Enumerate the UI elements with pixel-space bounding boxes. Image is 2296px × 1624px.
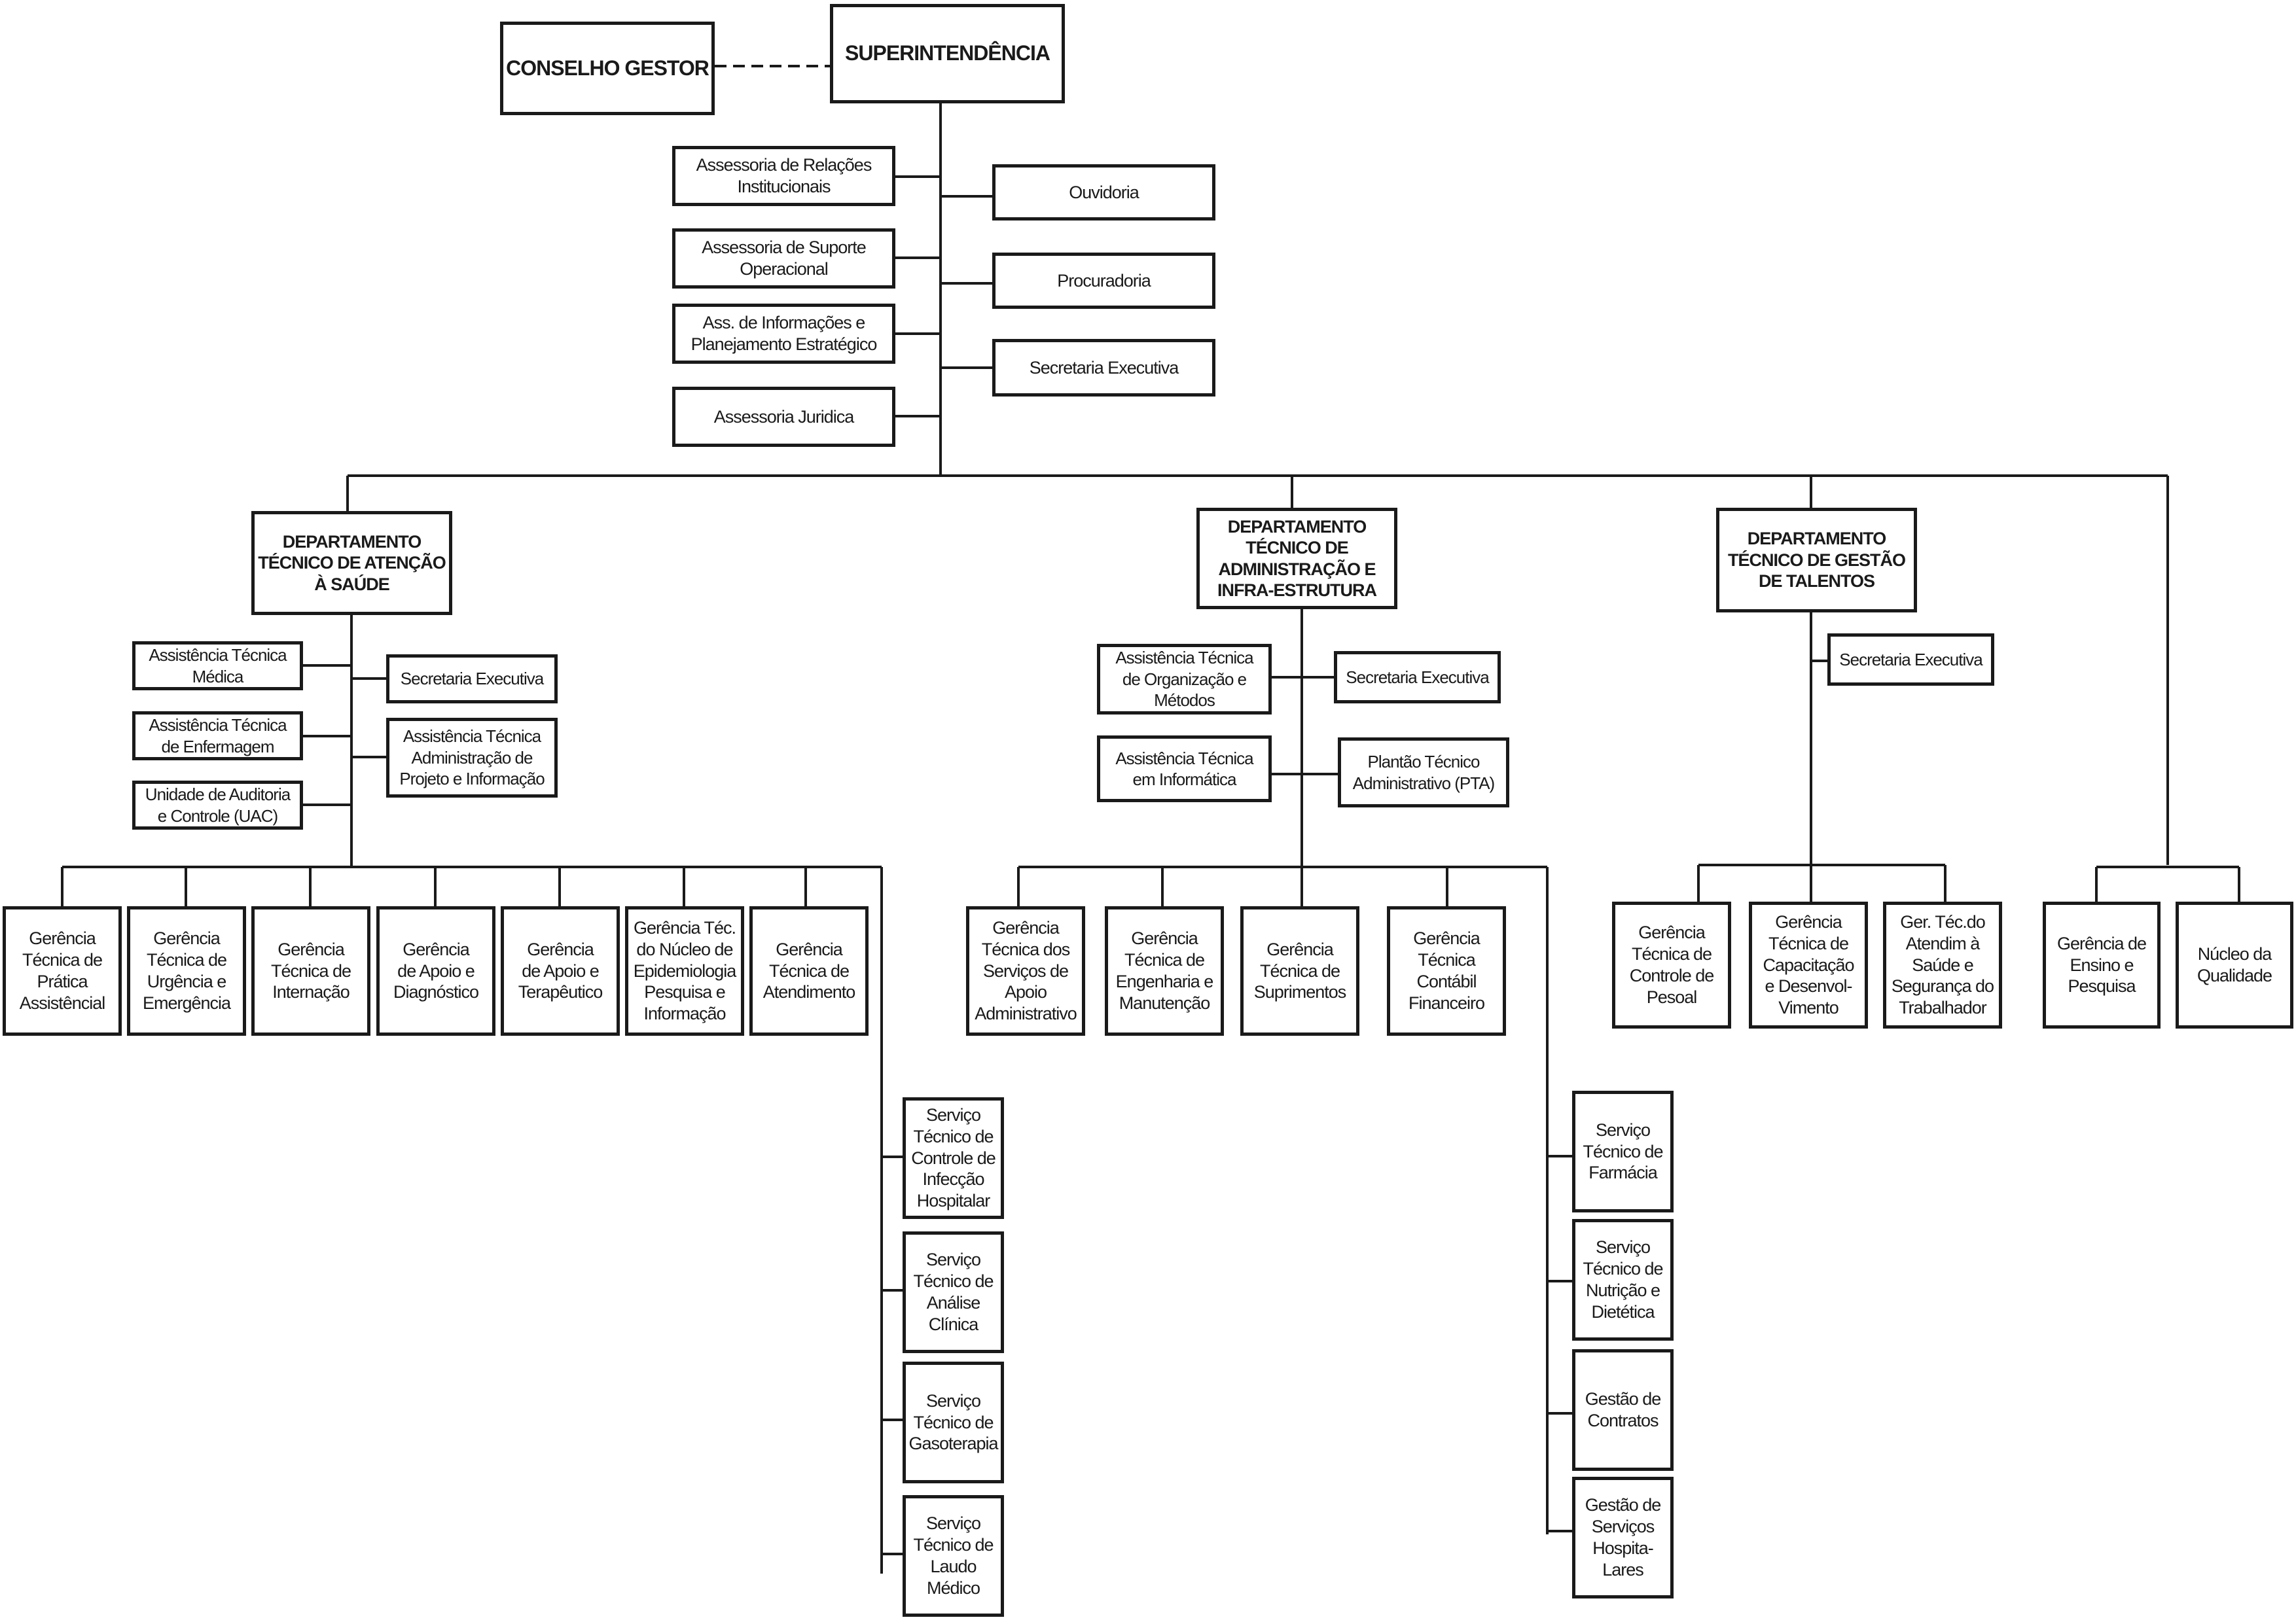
node-servico-laudo: Serviço Técnico de Laudo Médico	[903, 1495, 1004, 1617]
node-secretaria-executiva-sup: Secretaria Executiva	[992, 339, 1215, 397]
node-at-organizacao: Assistência Técnica de Organização e Mét…	[1097, 644, 1272, 715]
node-gerencia-contabil: Gerência Técnica Contábil Financeiro	[1387, 906, 1506, 1036]
node-secretaria-executiva-admin: Secretaria Executiva	[1334, 651, 1501, 703]
node-gerencia-terapeutico: Gerência de Apoio e Terapêutico	[501, 906, 620, 1036]
node-gerencia-seguranca: Ger. Téc.do Atendim à Saúde e Segurança …	[1883, 902, 2002, 1029]
node-assessoria-juridica: Assessoria Juridica	[672, 387, 895, 447]
node-servico-farmacia: Serviço Técnico de Farmácia	[1572, 1091, 1674, 1212]
node-conselho-gestor: CONSELHO GESTOR	[500, 22, 715, 115]
node-gerencia-capacitacao: Gerência Técnica de Capacitação e Desenv…	[1749, 902, 1868, 1029]
node-gerencia-internacao: Gerência Técnica de Internação	[251, 906, 370, 1036]
node-servico-infeccao: Serviço Técnico de Controle de Infecção …	[903, 1097, 1004, 1219]
node-at-projeto-informacao: Assistência Técnica Administração de Pro…	[386, 718, 558, 798]
node-uac: Unidade de Auditoria e Controle (UAC)	[132, 781, 303, 830]
node-gerencia-servicos-apoio: Gerência Técnica dos Serviços de Apoio A…	[966, 906, 1085, 1036]
node-gerencia-engenharia: Gerência Técnica de Engenharia e Manuten…	[1105, 906, 1224, 1036]
node-dep-atencao-saude: DEPARTAMENTO TÉCNICO DE ATENÇÃO À SAÚDE	[251, 511, 452, 615]
node-gerencia-epidemiologia: Gerência Téc. do Núcleo de Epidemiologia…	[625, 906, 744, 1036]
node-gerencia-atendimento: Gerência Técnica de Atendimento	[749, 906, 869, 1036]
node-at-medica: Assistência Técnica Médica	[132, 641, 303, 690]
node-gerencia-ensino: Gerência de Ensino e Pesquisa	[2043, 902, 2161, 1029]
node-gestao-servicos: Gestão de Serviços Hospita- Lares	[1572, 1477, 1674, 1598]
node-superintendencia: SUPERINTENDÊNCIA	[830, 4, 1065, 103]
node-dep-administracao: DEPARTAMENTO TÉCNICO DE ADMINISTRAÇÃO E …	[1196, 508, 1397, 609]
node-secretaria-executiva-talentos: Secretaria Executiva	[1827, 633, 1994, 686]
node-assessoria-suporte: Assessoria de Suporte Operacional	[672, 228, 895, 289]
node-dep-gestao-talentos: DEPARTAMENTO TÉCNICO DE GESTÃO DE TALENT…	[1716, 508, 1917, 612]
node-secretaria-executiva-saude: Secretaria Executiva	[386, 654, 558, 703]
node-servico-nutricao: Serviço Técnico de Nutrição e Dietética	[1572, 1219, 1674, 1341]
node-gerencia-urgencia: Gerência Técnica de Urgência e Emergênci…	[127, 906, 246, 1036]
node-gerencia-pessoal: Gerência Técnica de Controle de Pesoal	[1612, 902, 1731, 1029]
node-procuradoria: Procuradoria	[992, 253, 1215, 309]
node-nucleo-qualidade: Núcleo da Qualidade	[2176, 902, 2293, 1029]
node-servico-analise: Serviço Técnico de Análise Clínica	[903, 1231, 1004, 1353]
node-gestao-contratos: Gestão de Contratos	[1572, 1349, 1674, 1471]
node-at-informatica: Assistência Técnica em Informática	[1097, 735, 1272, 802]
node-assessoria-relacoes: Assessoria de Relações Institucionais	[672, 146, 895, 206]
node-at-enfermagem: Assistência Técnica de Enfermagem	[132, 711, 303, 760]
node-pta: Plantão Técnico Administrativo (PTA)	[1338, 737, 1509, 807]
node-gerencia-pratica: Gerência Técnica de Prática Assistêncial	[3, 906, 122, 1036]
node-ouvidoria: Ouvidoria	[992, 164, 1215, 221]
node-gerencia-diagnostico: Gerência de Apoio e Diagnóstico	[376, 906, 495, 1036]
node-servico-gasoterapia: Serviço Técnico de Gasoterapia	[903, 1362, 1004, 1483]
node-gerencia-suprimentos: Gerência Técnica de Suprimentos	[1240, 906, 1359, 1036]
node-assessoria-informacoes: Ass. de Informações e Planejamento Estra…	[672, 304, 895, 364]
